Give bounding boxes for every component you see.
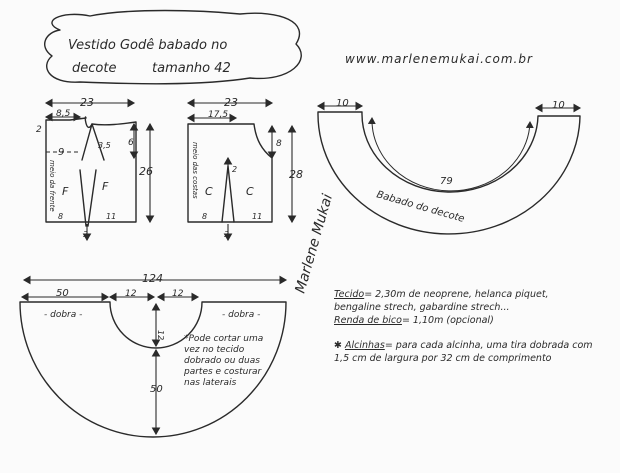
- fabric-line: Tecido= 2,30m de neoprene, helanca pique…: [334, 288, 596, 314]
- ruffle-curve: 79: [440, 176, 453, 187]
- front-mid: 9: [58, 147, 64, 158]
- back-center-note: meio das costas: [191, 142, 199, 199]
- skirt-cut-right: 12: [172, 289, 184, 299]
- back-armhole: 8: [276, 139, 282, 149]
- straps-line: ✱ Alcinhas= para cada alcinha, uma tira …: [334, 339, 596, 365]
- skirt-note-box: *Pode cortar uma vez no tecido dobrado o…: [184, 334, 264, 388]
- back-bodice: 23 17,5 8 28 meio das costas 2 C C 8 11 …: [186, 96, 303, 242]
- skirt-waist-depth: 12: [156, 330, 165, 340]
- skirt-pattern: 124 50 12 12 - dobra - - dobra - 12 50 *…: [19, 272, 288, 438]
- skirt-fold-right: - dobra -: [222, 310, 260, 320]
- front-piece-1: F: [62, 185, 69, 198]
- signature: Marlene Mukai: [292, 192, 336, 295]
- back-width: 23: [224, 96, 238, 109]
- skirt-length: 50: [150, 384, 163, 395]
- back-hem-right: 11: [252, 212, 262, 221]
- back-piece-1: C: [205, 185, 213, 198]
- title-line2: decote: [72, 61, 116, 76]
- ruffle-right-width: 10: [552, 100, 565, 111]
- ruffle-left-width: 10: [336, 98, 349, 109]
- front-neck: 8,5: [56, 109, 71, 119]
- front-side-note: meio da frente: [48, 160, 56, 212]
- materials: Tecido= 2,30m de neoprene, helanca pique…: [334, 288, 596, 365]
- front-shoulder-drop: 2: [36, 125, 42, 135]
- skirt-fold-left: - dobra -: [44, 310, 82, 320]
- title-line3: tamanho 42: [152, 61, 231, 76]
- fabric-text: = 2,30m de neoprene, helanca piquet, ben…: [334, 289, 549, 313]
- skirt-note: *Pode cortar uma vez no tecido dobrado o…: [184, 334, 264, 388]
- straps-text: = para cada alcinha, uma tira dobrada co…: [334, 340, 593, 364]
- ruffle-label: Babado do decote: [375, 189, 465, 225]
- lace-text: = 1,10m (opcional): [401, 315, 494, 326]
- back-dart-top: 2: [232, 165, 237, 174]
- front-hem-right: 11: [106, 212, 116, 221]
- back-neck: 17,5: [208, 110, 228, 120]
- front-dart-bottom: 3: [83, 230, 88, 239]
- back-hem-left: 8: [202, 212, 207, 221]
- fabric-label: Tecido: [334, 289, 365, 300]
- back-piece-2: C: [246, 185, 254, 198]
- front-bodice: 23 8,5 2 9 3,5 6 26 meio da frente F F 8…: [36, 96, 155, 242]
- title-line1: Vestido Godê babado no: [68, 38, 227, 53]
- title-cloud: [43, 9, 302, 85]
- back-length: 28: [289, 168, 303, 181]
- straps-label: Alcinhas: [344, 340, 385, 351]
- website-text: www.marlenemukai.com.br: [345, 52, 533, 66]
- front-dart: 3,5: [98, 141, 111, 150]
- lace-label: Renda de bico: [334, 315, 402, 326]
- front-hem-left: 8: [58, 212, 63, 221]
- lace-line: Renda de bico= 1,10m (opcional): [334, 314, 596, 327]
- front-width: 23: [80, 96, 94, 109]
- front-piece-2: F: [102, 180, 109, 193]
- front-length: 26: [139, 165, 153, 178]
- back-dart-bottom: 3: [224, 230, 229, 239]
- asterisk-icon: ✱: [334, 340, 345, 351]
- neck-ruffle: 10 10 79 Babado do decote: [316, 98, 582, 235]
- skirt-left: 50: [56, 288, 69, 299]
- front-side-armhole: 6: [128, 138, 134, 148]
- skirt-width: 124: [142, 272, 163, 285]
- skirt-cut-left: 12: [125, 289, 137, 299]
